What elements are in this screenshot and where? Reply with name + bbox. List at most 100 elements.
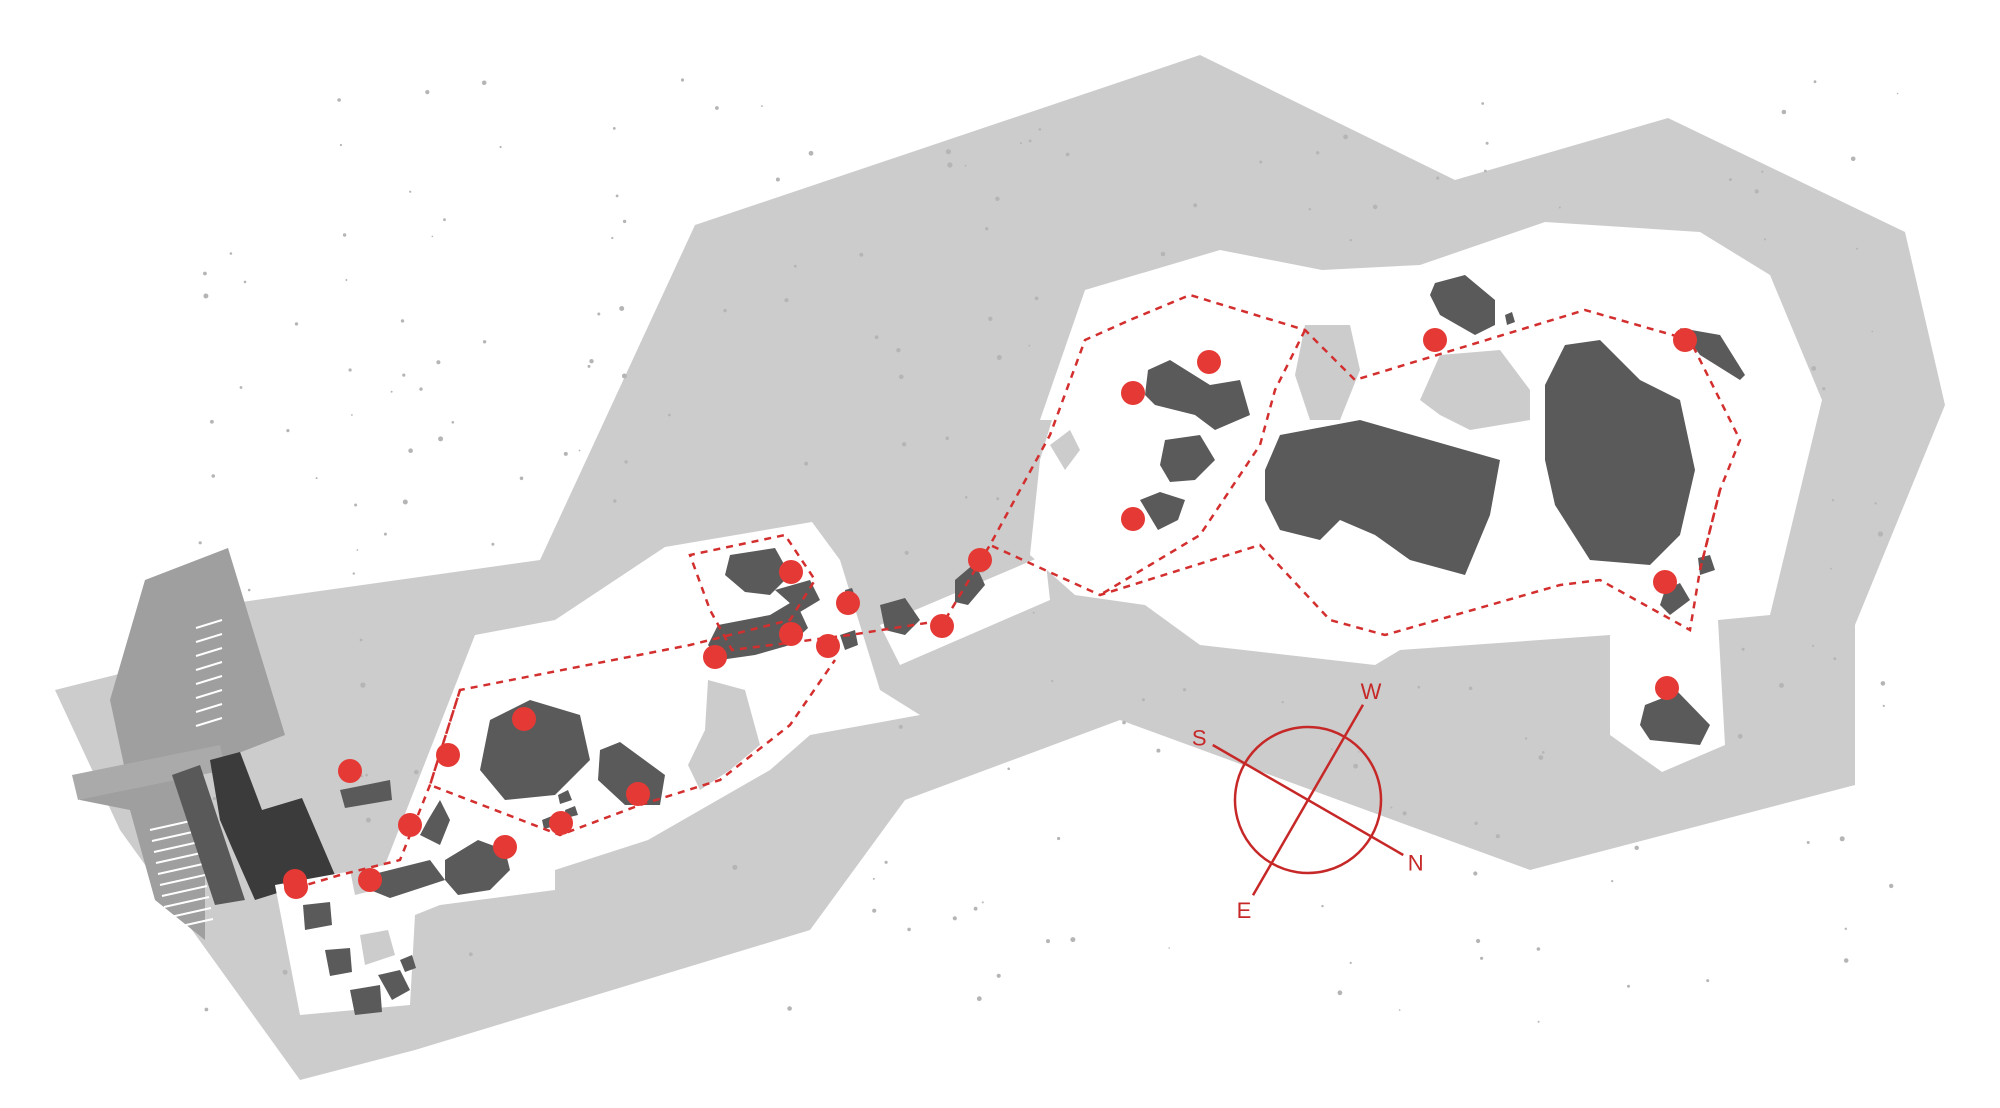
speckle: [239, 386, 243, 389]
speckle: [715, 106, 719, 110]
speckle: [563, 451, 568, 456]
location-marker[interactable]: [358, 868, 382, 892]
speckle: [1839, 836, 1845, 842]
location-marker[interactable]: [549, 811, 573, 835]
speckle: [901, 442, 907, 447]
location-marker[interactable]: [1423, 328, 1447, 352]
speckle: [247, 588, 251, 592]
speckle: [1038, 128, 1042, 131]
location-marker[interactable]: [338, 759, 362, 783]
terrain-texture: [198, 78, 1899, 1023]
speckle: [945, 436, 949, 441]
speckle: [611, 236, 614, 240]
location-marker[interactable]: [626, 782, 650, 806]
speckle: [859, 252, 864, 257]
speckle: [1034, 296, 1039, 301]
speckle: [204, 1007, 209, 1012]
speckle: [668, 413, 671, 417]
location-marker[interactable]: [512, 707, 536, 731]
speckle: [402, 373, 406, 377]
speckle: [1156, 748, 1161, 753]
speckle: [351, 414, 353, 416]
structure: [378, 970, 410, 1000]
location-marker[interactable]: [1197, 350, 1221, 374]
speckle: [212, 796, 216, 801]
location-marker[interactable]: [1655, 676, 1679, 700]
speckle: [624, 460, 628, 464]
inner-terrain: [350, 325, 1530, 965]
structure: [350, 985, 382, 1015]
speckle: [1065, 152, 1070, 157]
speckle: [390, 390, 393, 393]
speckle: [1007, 767, 1010, 771]
compass-ew-line: [1212, 743, 1404, 857]
structure: [725, 548, 790, 595]
speckle: [775, 177, 780, 182]
location-marker[interactable]: [836, 591, 860, 615]
speckle: [589, 359, 594, 364]
parking-stripe: [157, 863, 204, 875]
speckle: [337, 98, 341, 102]
speckle: [1398, 1009, 1401, 1011]
location-marker[interactable]: [1673, 328, 1697, 352]
location-marker[interactable]: [1653, 570, 1677, 594]
speckle: [1811, 366, 1817, 371]
speckle: [1259, 160, 1263, 164]
speckle: [1754, 189, 1759, 194]
location-marker[interactable]: [779, 622, 803, 646]
location-marker[interactable]: [779, 560, 803, 584]
speckle: [210, 419, 214, 424]
speckle: [438, 436, 444, 442]
speckle: [1558, 206, 1561, 209]
speckle: [973, 906, 978, 911]
speckle: [793, 264, 797, 268]
speckle: [419, 387, 423, 391]
location-marker[interactable]: [816, 634, 840, 658]
speckle: [988, 316, 993, 321]
compass: N S E W: [1192, 679, 1424, 923]
speckle: [431, 235, 434, 238]
location-marker[interactable]: [1121, 381, 1145, 405]
speckle: [1485, 141, 1489, 145]
parking-stripe: [163, 896, 210, 908]
parking-stripe: [159, 874, 206, 886]
speckle: [872, 908, 877, 913]
speckle: [1476, 938, 1481, 944]
speckle: [1874, 502, 1877, 505]
speckle: [1812, 644, 1815, 647]
speckle: [1353, 763, 1358, 769]
speckle: [621, 373, 627, 379]
speckle: [1343, 134, 1348, 140]
speckle: [1468, 686, 1473, 691]
structure: [420, 800, 450, 845]
speckle: [315, 477, 318, 480]
location-marker[interactable]: [1121, 507, 1145, 531]
location-marker[interactable]: [284, 875, 308, 899]
structure: [480, 700, 590, 800]
location-marker[interactable]: [398, 813, 422, 837]
parking-stripe: [195, 619, 223, 629]
speckle: [1141, 698, 1145, 702]
location-marker[interactable]: [968, 548, 992, 572]
speckle: [436, 360, 441, 365]
speckle: [519, 476, 524, 481]
structure: [400, 955, 416, 972]
speckle: [613, 499, 617, 503]
speckle: [1830, 567, 1832, 570]
speckle: [1028, 344, 1031, 347]
location-marker[interactable]: [436, 743, 460, 767]
markers: [283, 328, 1697, 899]
speckle: [612, 126, 616, 130]
location-marker[interactable]: [493, 835, 517, 859]
location-marker[interactable]: [930, 614, 954, 638]
location-marker[interactable]: [703, 645, 727, 669]
speckle: [1316, 151, 1320, 155]
speckle: [481, 80, 487, 86]
speckle: [356, 549, 359, 551]
structure: [1145, 360, 1250, 430]
speckle: [899, 374, 904, 380]
main-building-annex: [172, 765, 245, 905]
speckle: [491, 542, 495, 546]
speckle: [784, 298, 789, 303]
speckle: [1390, 806, 1393, 809]
